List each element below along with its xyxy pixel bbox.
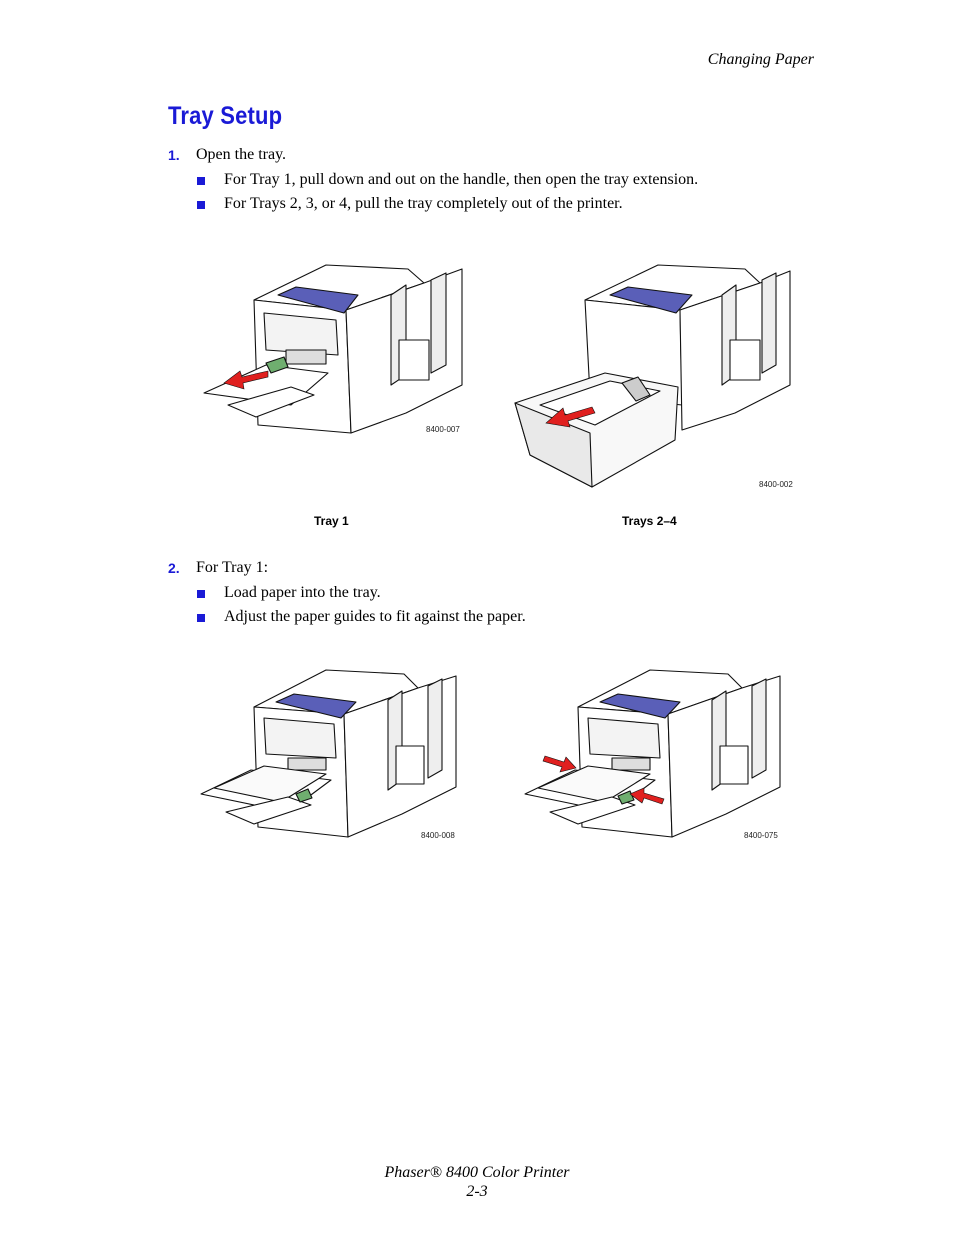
bullet-icon xyxy=(197,177,205,185)
step-2-number: 2. xyxy=(168,560,180,576)
printer-trays2-4-open-illustration xyxy=(514,264,791,488)
figure-part-number: 8400-002 xyxy=(759,480,793,489)
running-header: Changing Paper xyxy=(707,51,814,68)
step-1-text: Open the tray. xyxy=(196,146,287,163)
figure-part-number: 8400-007 xyxy=(426,425,460,434)
printer-tray1-adjust-guides-illustration xyxy=(524,669,781,838)
step-1-number: 1. xyxy=(168,147,180,163)
section-title: Tray Setup xyxy=(168,102,283,130)
step-1-bullet-2: For Trays 2, 3, or 4, pull the tray comp… xyxy=(224,195,623,212)
footer-product: Phaser® 8400 Color Printer xyxy=(384,1164,570,1181)
figure-caption-tray1: Tray 1 xyxy=(314,514,349,528)
figure-part-number: 8400-075 xyxy=(744,831,778,840)
figure-part-number: 8400-008 xyxy=(421,831,455,840)
step-2-bullet-2: Adjust the paper guides to fit against t… xyxy=(224,608,526,625)
step-1-bullet-1: For Tray 1, pull down and out on the han… xyxy=(224,171,699,188)
footer-page-number: 2-3 xyxy=(466,1183,488,1200)
step-2-text: For Tray 1: xyxy=(196,559,269,576)
printer-tray1-load-paper-illustration xyxy=(200,669,457,838)
bullet-icon xyxy=(197,201,205,209)
printer-tray1-open-illustration xyxy=(203,264,463,434)
step-2-bullet-1: Load paper into the tray. xyxy=(224,584,381,601)
figure-caption-trays2-4: Trays 2–4 xyxy=(622,514,677,528)
bullet-icon xyxy=(197,614,205,622)
bullet-icon xyxy=(197,590,205,598)
